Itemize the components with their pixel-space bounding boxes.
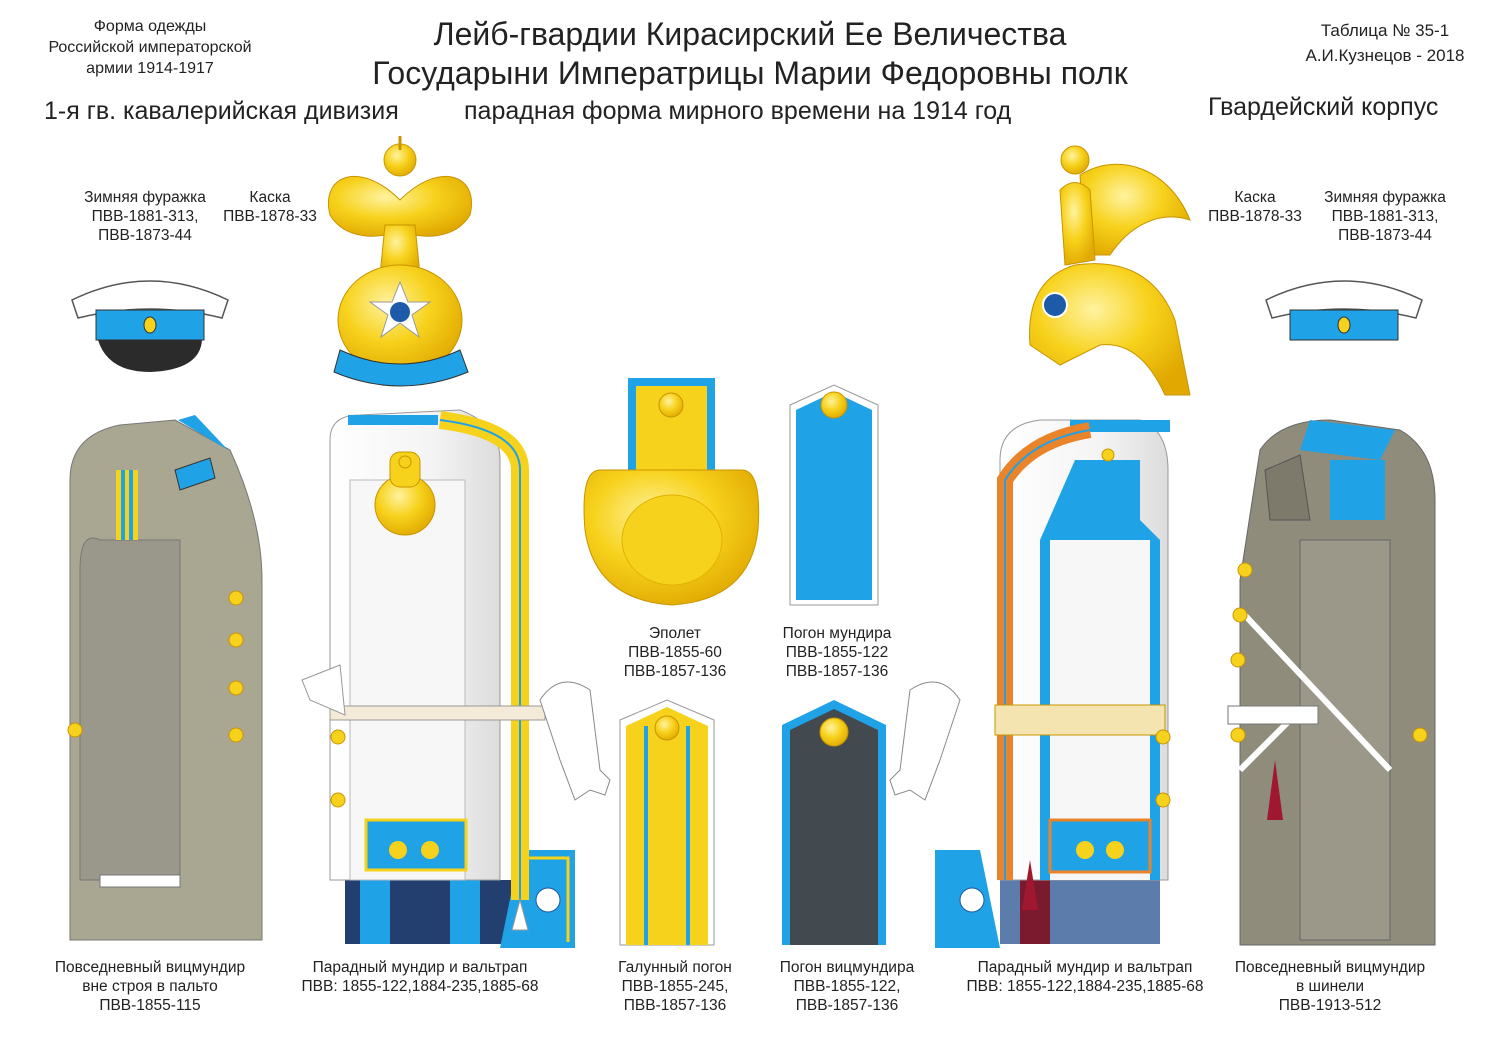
figure-overcoat-left — [67, 415, 263, 941]
caption-line: ПВВ-1913-512 — [1278, 997, 1382, 1014]
label-line: ПВВ-1857-136 — [785, 663, 889, 680]
figure-parade-left — [301, 409, 575, 948]
label-line: ПВВ-1878-33 — [1208, 208, 1302, 225]
header-left: Форма одежды Российской императорской ар… — [20, 16, 280, 79]
pogon-vitsmundir — [782, 700, 886, 945]
caption-2: Парадный мундир и вальтрап ПВВ: 1855-122… — [290, 958, 550, 996]
label-line: Зимняя фуражка — [1324, 189, 1446, 206]
caption-line: Погон вицмундира — [779, 959, 915, 976]
glove-right — [889, 681, 961, 801]
caption-line: вне строя в пальто — [82, 978, 218, 995]
label-line: Погон мундира — [782, 625, 892, 642]
pogon-tunic — [789, 384, 879, 606]
figure-greatcoat-right — [1227, 419, 1436, 946]
caption-3: Галунный погон ПВВ-1855-245, ПВВ-1857-13… — [585, 958, 765, 1015]
caption-6: Повседневный вицмундир в шинели ПВВ-1913… — [1225, 958, 1435, 1015]
label-cap-left: Зимняя фуражка ПВВ-1881-313, ПВВ-1873-44 — [40, 188, 250, 245]
glove-left — [539, 681, 611, 801]
label-pogon-tunic: Погон мундира ПВВ-1855-122 ПВВ-1857-136 — [747, 624, 927, 681]
label-line: ПВВ-1855-60 — [628, 644, 722, 661]
caption-line: Повседневный вицмундир — [54, 959, 246, 976]
page-title-line-2: Государыни Императрицы Марии Федоровны п… — [372, 55, 1128, 91]
label-line: ПВВ-1881-313, — [91, 208, 199, 225]
label-cap-right: Зимняя фуражка ПВВ-1881-313, ПВВ-1873-44 — [1280, 188, 1490, 245]
dress-label: парадная форма мирного времени на 1914 г… — [464, 97, 1012, 125]
label-line: ПВВ-1878-33 — [223, 208, 317, 225]
helmet-right — [1029, 145, 1191, 396]
winter-cap-right — [1265, 280, 1423, 341]
header-left-line: Российской императорской — [48, 39, 252, 56]
label-line: ПВВ-1881-313, — [1331, 208, 1439, 225]
label-line: ПВВ-1857-136 — [623, 663, 727, 680]
caption-line: Парадный мундир и вальтрап — [977, 959, 1193, 976]
caption-line: Повседневный вицмундир — [1234, 959, 1426, 976]
label-line: ПВВ-1873-44 — [1338, 227, 1432, 244]
caption-line: ПВВ-1857-136 — [795, 997, 899, 1014]
caption-line: ПВВ-1855-115 — [99, 997, 201, 1014]
label-line: Зимняя фуражка — [84, 189, 206, 206]
caption-line: Галунный погон — [618, 959, 732, 976]
header-right: Таблица № 35-1 А.И.Кузнецов - 2018 — [1270, 18, 1500, 68]
caption-line: ПВВ-1855-245, — [621, 978, 729, 995]
caption-line: в шинели — [1295, 978, 1364, 995]
caption-line: ПВВ: 1855-122,1884-235,1885-68 — [301, 978, 539, 995]
division-label: 1-я гв. кавалерийская дивизия — [44, 97, 399, 125]
header-left-line: Форма одежды — [93, 18, 207, 35]
pogon-galloon — [619, 699, 715, 946]
label-line: ПВВ-1855-122 — [785, 644, 889, 661]
caption-line: Парадный мундир и вальтрап — [312, 959, 528, 976]
label-line: Эполет — [648, 625, 702, 642]
table-number: Таблица № 35-1 — [1320, 21, 1450, 40]
caption-line: ПВВ: 1855-122,1884-235,1885-68 — [966, 978, 1204, 995]
caption-4: Погон вицмундира ПВВ-1855-122, ПВВ-1857-… — [757, 958, 937, 1015]
caption-line: ПВВ-1857-136 — [623, 997, 727, 1014]
author: А.И.Кузнецов - 2018 — [1305, 46, 1465, 65]
label-helmet-right: Каска ПВВ-1878-33 — [1195, 188, 1315, 226]
page-title-line-1: Лейб-гвардии Кирасирский Ее Величества — [433, 16, 1067, 52]
header-left-line: армии 1914-1917 — [86, 60, 214, 77]
caption-line: ПВВ-1855-122, — [793, 978, 901, 995]
label-epaulette: Эполет ПВВ-1855-60 ПВВ-1857-136 — [585, 624, 765, 681]
caption-5: Парадный мундир и вальтрап ПВВ: 1855-122… — [955, 958, 1215, 996]
corps-label: Гвардейский корпус — [1208, 93, 1439, 121]
label-line: ПВВ-1873-44 — [98, 227, 192, 244]
epaulette — [583, 378, 760, 606]
label-line: Каска — [1234, 189, 1276, 206]
label-line: Каска — [249, 189, 291, 206]
winter-cap-left — [71, 280, 229, 372]
label-helmet-left: Каска ПВВ-1878-33 — [210, 188, 330, 226]
helmet-left — [328, 136, 472, 387]
caption-1: Повседневный вицмундир вне строя в пальт… — [45, 958, 255, 1015]
figure-parade-right — [935, 419, 1171, 948]
